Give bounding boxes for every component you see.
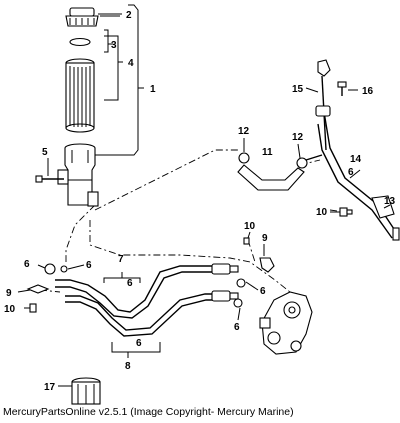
callout-8: 8 bbox=[125, 361, 131, 372]
callout-16: 16 bbox=[362, 86, 374, 97]
line-brackets bbox=[103, 272, 161, 358]
callout-10-b: 10 bbox=[244, 221, 256, 232]
oil-line-lower bbox=[65, 293, 215, 337]
breather-hose bbox=[237, 152, 323, 191]
spare-filter-17 bbox=[71, 377, 101, 405]
oil-filter-element bbox=[65, 58, 95, 133]
callout-9-a: 9 bbox=[6, 288, 12, 299]
callout-6-f: 6 bbox=[234, 322, 240, 333]
callout-6-d: 6 bbox=[136, 338, 142, 349]
callout-13: 13 bbox=[384, 196, 396, 207]
leader-lines bbox=[17, 13, 391, 387]
callout-6-e: 6 bbox=[260, 286, 266, 297]
small-bracket bbox=[243, 237, 275, 273]
callout-14: 14 bbox=[350, 154, 362, 165]
drain-plug bbox=[339, 207, 353, 217]
callout-9-b: 9 bbox=[262, 233, 268, 244]
callout-3: 3 bbox=[111, 40, 117, 51]
o-ring-seal bbox=[69, 37, 91, 47]
hose-fittings bbox=[44, 263, 246, 308]
mounting-bolt bbox=[35, 175, 64, 183]
callout-11: 11 bbox=[262, 147, 273, 158]
callout-10-a: 10 bbox=[4, 304, 16, 315]
callout-1: 1 bbox=[150, 84, 156, 95]
callout-2: 2 bbox=[126, 10, 132, 21]
callout-15: 15 bbox=[292, 84, 304, 95]
dipstick bbox=[317, 59, 347, 151]
callout-10-c: 10 bbox=[316, 207, 328, 218]
line-clamp bbox=[26, 284, 50, 313]
callout-7: 7 bbox=[118, 254, 124, 265]
callout-6-c: 6 bbox=[127, 278, 133, 289]
callout-6-b: 6 bbox=[86, 260, 92, 271]
copyright-caption: MercuryPartsOnline v2.5.1 (Image Copyrig… bbox=[3, 406, 294, 418]
callout-6-a: 6 bbox=[24, 259, 30, 270]
oil-filter-housing bbox=[57, 143, 99, 207]
oil-adapter bbox=[259, 291, 313, 355]
callout-12-a: 12 bbox=[238, 126, 250, 137]
callout-6-g: 6 bbox=[348, 167, 354, 178]
dipstick-tube bbox=[315, 105, 400, 241]
callout-4: 4 bbox=[128, 58, 134, 69]
callout-brackets bbox=[95, 4, 144, 156]
callout-12-b: 12 bbox=[292, 132, 304, 143]
oil-filter-cap bbox=[65, 7, 99, 27]
callout-5: 5 bbox=[42, 147, 48, 158]
oil-line-upper bbox=[55, 265, 215, 319]
callout-17: 17 bbox=[44, 382, 56, 393]
callout-numbers: 1 2 3 4 5 6 6 6 6 6 6 6 7 8 9 9 10 10 10… bbox=[4, 10, 396, 393]
